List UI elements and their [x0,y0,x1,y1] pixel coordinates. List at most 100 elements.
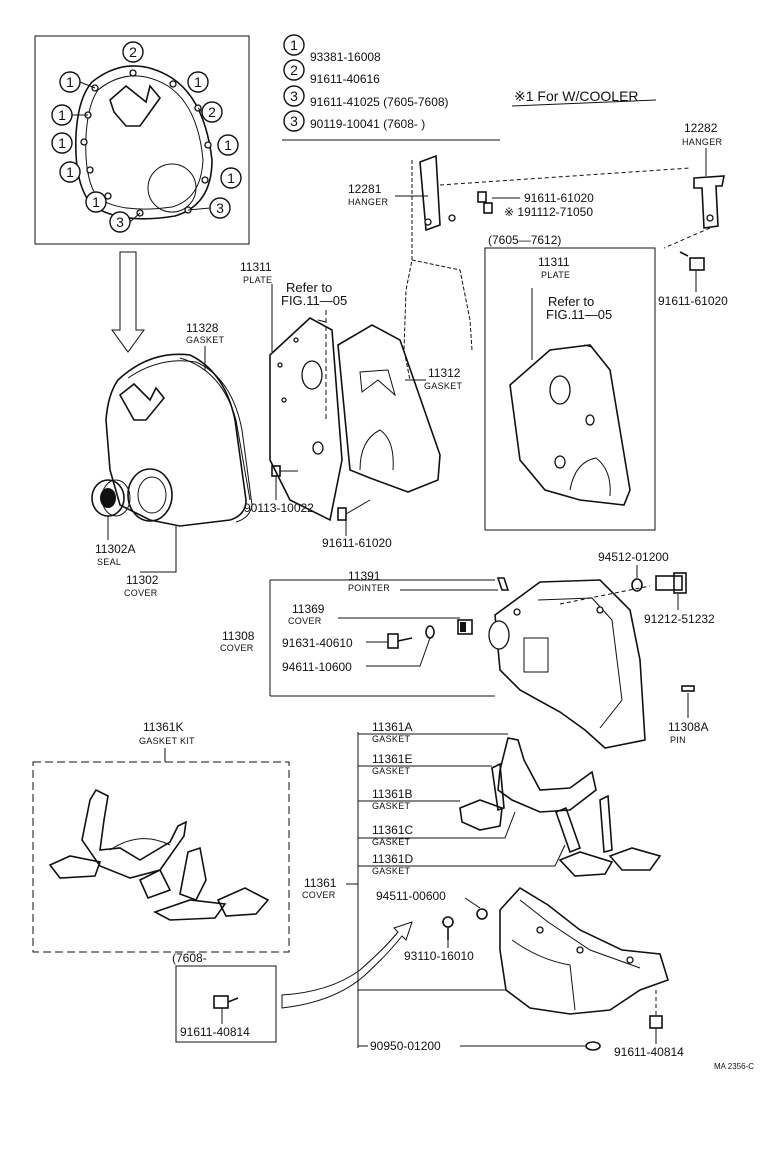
cap [457,619,473,635]
pointer-part [496,577,510,591]
seal-bore [137,476,167,514]
callout-mark: 1 [58,107,66,123]
box-frame [175,965,277,1043]
bolt-hole [104,192,112,200]
part-name: SEAL [97,557,121,567]
bolt-head [387,633,399,649]
gasket-11328 [179,357,251,501]
legend-mark: 1 [290,37,298,53]
legend-part: 91611-41025 (7605-7608) [310,95,449,109]
part-name: GASKET [186,335,225,345]
gasket-11361-foot-right [608,847,662,871]
part-number: 11311 [538,255,570,269]
part-number: 11302 [126,573,159,587]
callout-mark: 3 [216,200,224,216]
bolt-head [477,191,487,203]
callout-circle [283,85,305,107]
gasket-outline [179,357,251,501]
part-name: GASKET [372,801,411,811]
callout-mark: 1 [66,74,74,90]
range-label: (7605—7612) [488,233,561,247]
plate-arch [569,457,611,497]
bolt-hole [201,176,209,184]
seal-center [100,488,116,508]
leader [464,897,481,909]
bolt-91611-61020-right [679,251,705,271]
gasket-11312 [337,324,441,493]
plate-hole [585,414,595,426]
plate-outline [269,317,343,522]
bolt-head [483,202,493,214]
bolt-91631-40610 [387,633,413,649]
legend: 1 93381-16008 2 91611-40616 3 91611-4102… [282,34,657,141]
part-name: GASKET [372,837,411,847]
housing-bolt-hole [596,606,604,614]
part-number: 94611-10600 [282,660,352,674]
bolt-hole [169,80,177,88]
part-number: 91611-40814 [180,1025,250,1039]
part-name: GASKET [372,734,411,744]
hanger-12281 [419,154,456,232]
bolt-91611-61020-hanger [477,191,493,214]
gasket-arch [359,429,394,471]
inset-frame [34,35,250,245]
gasket-11361D-foot [558,851,614,877]
down-arrow-icon [111,251,145,353]
note-underline [511,99,657,107]
part-number: 11361D [372,852,413,866]
bolt-shank [655,575,683,591]
inset-cover-inner [85,75,204,210]
part-number: 11312 [428,366,461,380]
range-label: (7608- [172,951,207,965]
callout-mark: 1 [227,170,235,186]
plate-hole [312,441,324,455]
gasket-11361E [491,762,505,812]
pin-body [681,685,695,692]
part-number: 11308 [222,629,255,643]
leader [197,107,203,113]
callout-mark: 2 [129,44,137,60]
cap-shade [460,622,466,632]
callout-mark: 2 [208,104,216,120]
part-name: PLATE [541,270,570,280]
bolt-hole [129,69,137,77]
callout-mark: 1 [224,137,232,153]
hanger-hole [424,218,432,226]
part-name: GASKET KIT [139,736,195,746]
cover-flange [127,360,253,523]
bolt-head [689,257,705,271]
block-edge [411,259,473,351]
callout-mark: 1 [66,164,74,180]
callout-circle [59,161,81,183]
leader [140,526,177,573]
cover-11308-housing [488,579,646,749]
engine-block-outline [403,160,473,381]
leader-dashed [663,227,711,249]
part-number: 11361K [143,720,183,734]
callout-mark: 1 [194,74,202,90]
leader-dashed [559,585,651,605]
kit-frame [32,761,290,953]
cover-v-emboss [118,382,166,421]
bolt-head [673,572,687,594]
refer-note: Refer to [548,294,594,309]
gasket-kit-11361K [32,761,290,953]
part-number: 91611-40814 [614,1045,684,1059]
part-number: 11361B [372,787,412,801]
part-number: 90113-10022 [244,501,314,515]
bolt-head [337,507,347,521]
box-frame [484,247,656,531]
leader [187,207,211,211]
part-name: COVER [220,643,254,653]
callout-circle [85,191,107,213]
bolt-shank [679,251,689,257]
callout-circle [283,59,305,81]
washer [631,578,643,592]
part-name: PLATE [243,275,272,285]
refer-note: FIG.11—05 [281,293,347,308]
nut-90950-01200 [585,1041,601,1051]
callout-mark: 1 [92,194,100,210]
kit-gasket-left [48,855,102,879]
gasket-11361-upright-right [599,794,613,854]
